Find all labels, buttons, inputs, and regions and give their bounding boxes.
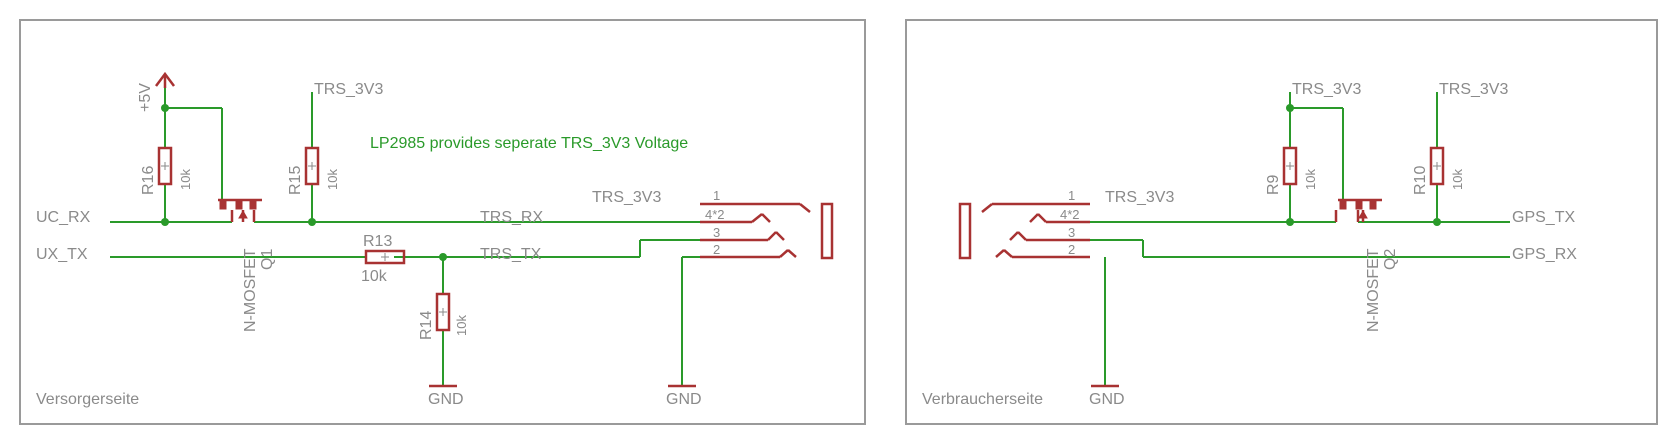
- left-sheet-title: Versorgerseite: [36, 391, 139, 408]
- jack-left-pin-3: 3: [713, 225, 720, 240]
- jack-right-pin-2: 2: [1068, 242, 1075, 257]
- r10-name: R10: [1412, 166, 1429, 195]
- r16-value: 10k: [178, 169, 193, 190]
- right-sheet-title: Verbraucherseite: [922, 391, 1043, 408]
- net-trs-3v3-r9: TRS_3V3: [1292, 81, 1361, 98]
- gnd-label-right: GND: [1089, 391, 1125, 408]
- r9-value: 10k: [1303, 169, 1318, 190]
- q2-name: Q2: [1382, 249, 1399, 270]
- r14-name: R14: [418, 311, 435, 340]
- resistor-r14: [435, 292, 451, 332]
- net-trs-3v3-jack-right: TRS_3V3: [1105, 189, 1174, 206]
- net-gps-tx: GPS_TX: [1512, 209, 1575, 226]
- gnd-label-2: GND: [666, 391, 702, 408]
- gnd-label-1: GND: [428, 391, 464, 408]
- resistor-r15: [304, 146, 320, 186]
- jack-left-pin-1: 1: [713, 188, 720, 203]
- trs-jack-right: [958, 202, 1090, 260]
- resistor-r13: [364, 249, 406, 265]
- net-trs-3v3-r10: TRS_3V3: [1439, 81, 1508, 98]
- jack-right-pin-1: 1: [1068, 188, 1075, 203]
- left-nets: [110, 88, 800, 386]
- net-trs-tx: TRS_TX: [480, 246, 542, 263]
- net-uc-rx: UC_RX: [36, 209, 91, 226]
- supply-5v-symbol: [155, 71, 175, 88]
- net-trs-3v3-r15: TRS_3V3: [314, 81, 383, 98]
- regulator-note: LP2985 provides seperate TRS_3V3 Voltage: [370, 135, 688, 152]
- r15-value: 10k: [325, 169, 340, 190]
- supply-5v-label: +5V: [137, 83, 154, 112]
- q1-value: N-MOSFET: [242, 248, 259, 332]
- net-ux-tx: UX_TX: [36, 246, 88, 263]
- resistor-r16: [157, 146, 173, 186]
- r13-name: R13: [363, 233, 392, 250]
- r16-name: R16: [140, 166, 157, 195]
- left-sheet: +5V: [19, 19, 866, 425]
- resistor-r9: [1282, 146, 1298, 186]
- jack-right-pin-4: 4*2: [1060, 207, 1080, 222]
- jack-left-pin-2: 2: [713, 242, 720, 257]
- left-sheet-frame: [19, 19, 866, 425]
- right-nets: [1090, 92, 1510, 386]
- r13-value: 10k: [361, 268, 388, 285]
- jack-left-pin-4: 4*2: [705, 207, 725, 222]
- mosfet-q1: [218, 198, 262, 222]
- r9-name: R9: [1265, 174, 1282, 195]
- q2-value: N-MOSFET: [1365, 248, 1382, 332]
- trs-jack-left: [700, 202, 834, 260]
- r15-name: R15: [287, 166, 304, 195]
- right-sheet-frame: [905, 19, 1658, 425]
- r14-value: 10k: [454, 315, 469, 336]
- net-trs-rx: TRS_RX: [480, 209, 543, 226]
- right-sheet: 1 4*2 3 2 R9 10k: [905, 19, 1658, 425]
- q1-name: Q1: [259, 249, 276, 270]
- jack-right-pin-3: 3: [1068, 225, 1075, 240]
- resistor-r10: [1429, 146, 1445, 186]
- r10-value: 10k: [1450, 169, 1465, 190]
- net-trs-3v3-jack: TRS_3V3: [592, 189, 661, 206]
- net-gps-rx: GPS_RX: [1512, 246, 1577, 263]
- mosfet-q2: [1334, 198, 1382, 222]
